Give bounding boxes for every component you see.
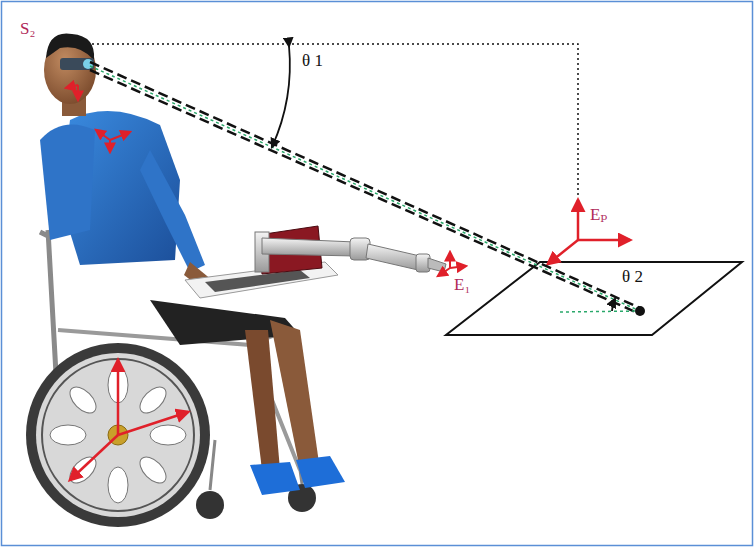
frame-label: E₁ xyxy=(452,276,472,295)
angle-label: θ 1 xyxy=(300,52,325,71)
angle-label: θ 2 xyxy=(620,268,645,287)
frame-label: Eₚ xyxy=(588,206,609,225)
frame-label: S₂ xyxy=(18,20,37,39)
